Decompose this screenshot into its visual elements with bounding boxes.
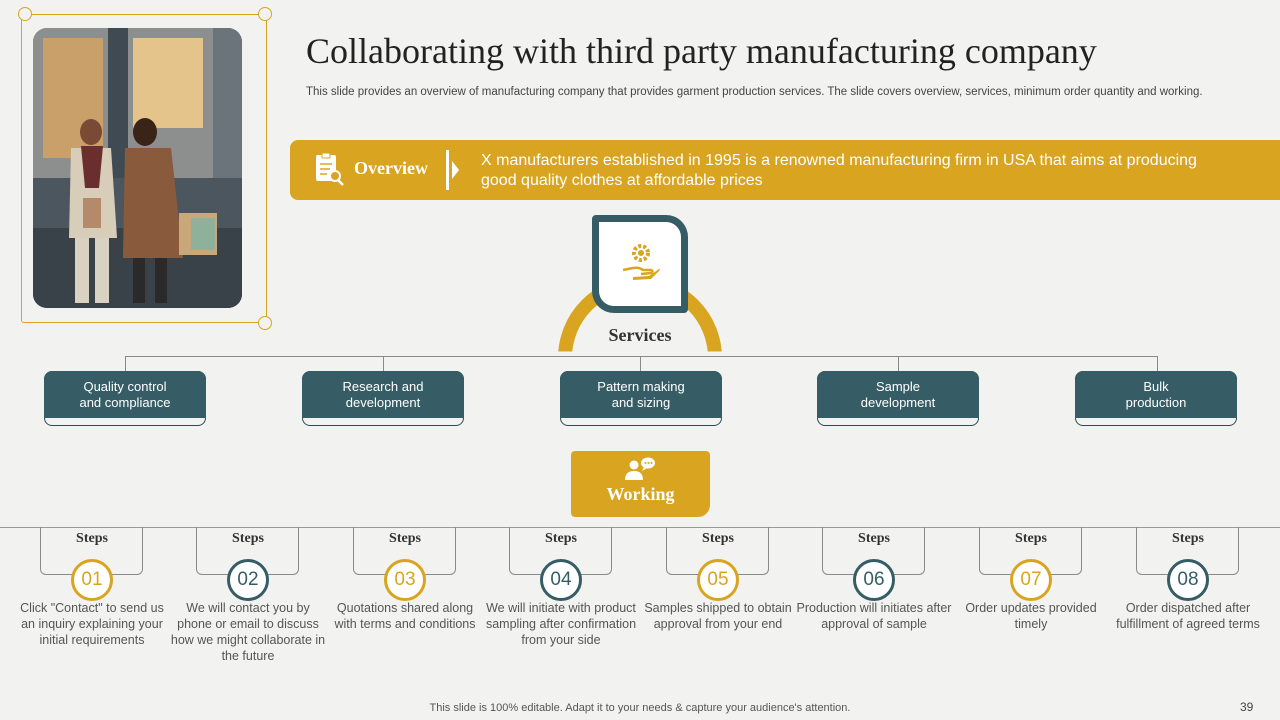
tree-branch-line xyxy=(125,356,126,371)
step-number: 01 xyxy=(71,559,113,601)
chevron-right-icon xyxy=(452,161,459,179)
shopping-women-photo xyxy=(33,28,242,308)
step-tab-label: Steps xyxy=(76,531,108,546)
frame-curl-icon xyxy=(258,316,272,330)
service-item-label: Pattern making and sizing xyxy=(560,371,722,418)
step-item: Steps 08 Order dispatched after fulfillm… xyxy=(1110,527,1266,677)
step-description: We will initiate with product sampling a… xyxy=(485,601,637,647)
step-item: Steps 07 Order updates provided timely xyxy=(953,527,1109,677)
step-tab-label: Steps xyxy=(389,531,421,546)
photo-frame xyxy=(18,7,272,330)
service-item: Research and development xyxy=(302,371,464,426)
step-description: Order dispatched after fulfillment of ag… xyxy=(1116,601,1260,631)
step-tab-label: Steps xyxy=(232,531,264,546)
service-item: Pattern making and sizing xyxy=(560,371,722,426)
step-description: Quotations shared along with terms and c… xyxy=(334,601,476,631)
overview-divider xyxy=(446,150,449,190)
working-box: Working xyxy=(571,451,710,517)
service-item: Quality control and compliance xyxy=(44,371,206,426)
step-number: 06 xyxy=(853,559,895,601)
step-description: Order updates provided timely xyxy=(965,601,1097,631)
service-item-label: Quality control and compliance xyxy=(44,371,206,418)
overview-label: Overview xyxy=(354,158,428,178)
tree-branch-line xyxy=(1157,356,1158,371)
step-description: We will contact you by phone or email to… xyxy=(170,601,326,663)
footer-note: This slide is 100% editable. Adapt it to… xyxy=(429,702,851,714)
service-item: Bulk production xyxy=(1075,371,1237,426)
service-item-label: Sample development xyxy=(817,371,979,418)
overview-banner: Overview X manufacturers established in … xyxy=(290,140,1280,200)
services-icon-box xyxy=(592,215,688,313)
page-subtitle: This slide provides an overview of manuf… xyxy=(306,86,1203,98)
overview-text: X manufacturers established in 1995 is a… xyxy=(481,152,1197,189)
gear-hand-icon xyxy=(619,240,663,289)
service-item-label: Bulk production xyxy=(1075,371,1237,418)
step-item: Steps 04 We will initiate with product s… xyxy=(483,527,639,677)
step-number: 04 xyxy=(540,559,582,601)
checklist-search-icon xyxy=(314,152,344,186)
steps-divider-line xyxy=(0,527,1280,528)
step-tab-label: Steps xyxy=(1015,531,1047,546)
step-description: Samples shipped to obtain approval from … xyxy=(644,601,792,631)
tree-horizontal-line xyxy=(125,356,1158,357)
step-item: Steps 06 Production will initiates after… xyxy=(796,527,952,677)
step-tab-label: Steps xyxy=(545,531,577,546)
step-item: Steps 05 Samples shipped to obtain appro… xyxy=(640,527,796,677)
step-description: Click "Contact" to send us an inquiry ex… xyxy=(20,601,164,647)
working-label: Working xyxy=(606,484,675,504)
step-tab-label: Steps xyxy=(1172,531,1204,546)
step-number: 07 xyxy=(1010,559,1052,601)
tree-branch-line xyxy=(898,356,899,371)
page-number: 39 xyxy=(1240,700,1254,714)
user-chat-icon xyxy=(623,456,657,487)
page-title: Collaborating with third party manufactu… xyxy=(306,31,1097,71)
step-description: Production will initiates after approval… xyxy=(796,601,952,631)
services-label: Services xyxy=(608,325,672,345)
step-number: 02 xyxy=(227,559,269,601)
step-number: 03 xyxy=(384,559,426,601)
step-number: 08 xyxy=(1167,559,1209,601)
step-item: Steps 01 Click "Contact" to send us an i… xyxy=(14,527,170,677)
step-tab-label: Steps xyxy=(858,531,890,546)
step-item: Steps 02 We will contact you by phone or… xyxy=(170,527,326,677)
service-item: Sample development xyxy=(817,371,979,426)
service-item-label: Research and development xyxy=(302,371,464,418)
step-tab-label: Steps xyxy=(702,531,734,546)
frame-curl-icon xyxy=(18,7,32,21)
step-number: 05 xyxy=(697,559,739,601)
tree-branch-line xyxy=(383,356,384,371)
frame-curl-icon xyxy=(258,7,272,21)
step-item: Steps 03 Quotations shared along with te… xyxy=(327,527,483,677)
tree-branch-line xyxy=(640,356,641,371)
